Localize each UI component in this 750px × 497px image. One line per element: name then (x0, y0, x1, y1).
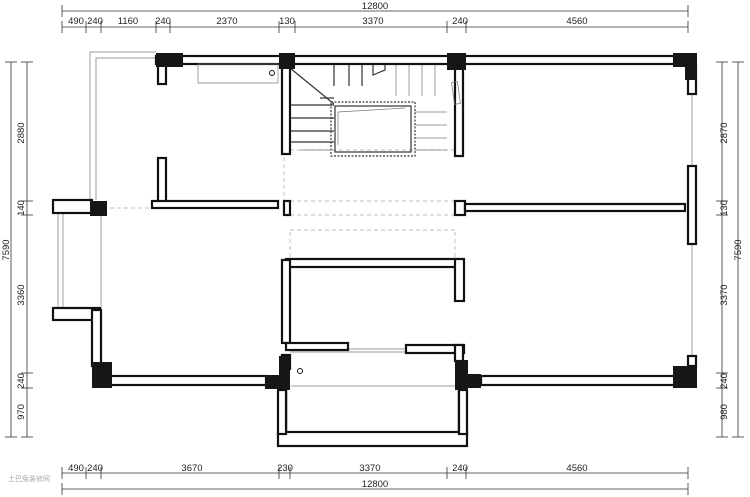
right-dim-5: 980 (719, 404, 730, 420)
left-dim-2: 140 (16, 200, 27, 216)
top-dim-6: 130 (279, 16, 295, 27)
columns (90, 53, 697, 390)
top-dim-1: 490 (68, 16, 84, 27)
top-dim-9: 4560 (566, 16, 587, 27)
top-total-dim: 12800 (362, 1, 388, 12)
left-total-dim: 7590 (1, 239, 12, 260)
bottom-dim-5: 3370 (359, 463, 380, 474)
left-dim-4: 240 (16, 373, 27, 389)
bottom-dim-4: 230 (277, 463, 293, 474)
bottom-dim-3: 3670 (181, 463, 202, 474)
drain-icon (269, 70, 275, 76)
top-dim-3: 1160 (118, 16, 138, 27)
right-dim-1: 2870 (719, 122, 730, 143)
left-dim-1: 2880 (16, 122, 27, 143)
bottom-dim-1: 490 (68, 463, 84, 474)
right-dim-4: 240 (719, 373, 730, 389)
bottom-dim-6: 240 (452, 463, 468, 474)
top-dim-8: 240 (452, 16, 468, 27)
left-dim-3: 3360 (16, 284, 27, 305)
top-dim-5: 2370 (216, 16, 237, 27)
right-dimensions: 2870 130 3370 240 980 7590 (716, 61, 744, 438)
left-dim-5: 970 (16, 404, 27, 420)
bottom-dim-7: 4560 (566, 463, 587, 474)
staircase (289, 62, 447, 157)
drain-icon-2 (297, 368, 303, 374)
top-dim-2: 240 (87, 16, 103, 27)
left-dimensions: 7590 2880 140 3360 240 970 (1, 61, 33, 438)
top-dim-7: 3370 (362, 16, 383, 27)
top-dimensions: 12800 490 240 1160 240 2370 130 3370 240… (61, 1, 689, 33)
watermark: 土巴兔装修网 (8, 474, 50, 483)
top-dim-4: 240 (155, 16, 171, 27)
right-dim-2: 130 (719, 200, 730, 216)
bottom-dim-2: 240 (87, 463, 103, 474)
right-dim-3: 3370 (719, 284, 730, 305)
walls (51, 54, 698, 448)
right-total-dim: 7590 (733, 239, 744, 260)
bottom-dimensions: 490 240 3670 230 3370 240 4560 12800 (61, 463, 689, 495)
bottom-total-dim: 12800 (362, 479, 388, 490)
fixtures (197, 63, 461, 374)
